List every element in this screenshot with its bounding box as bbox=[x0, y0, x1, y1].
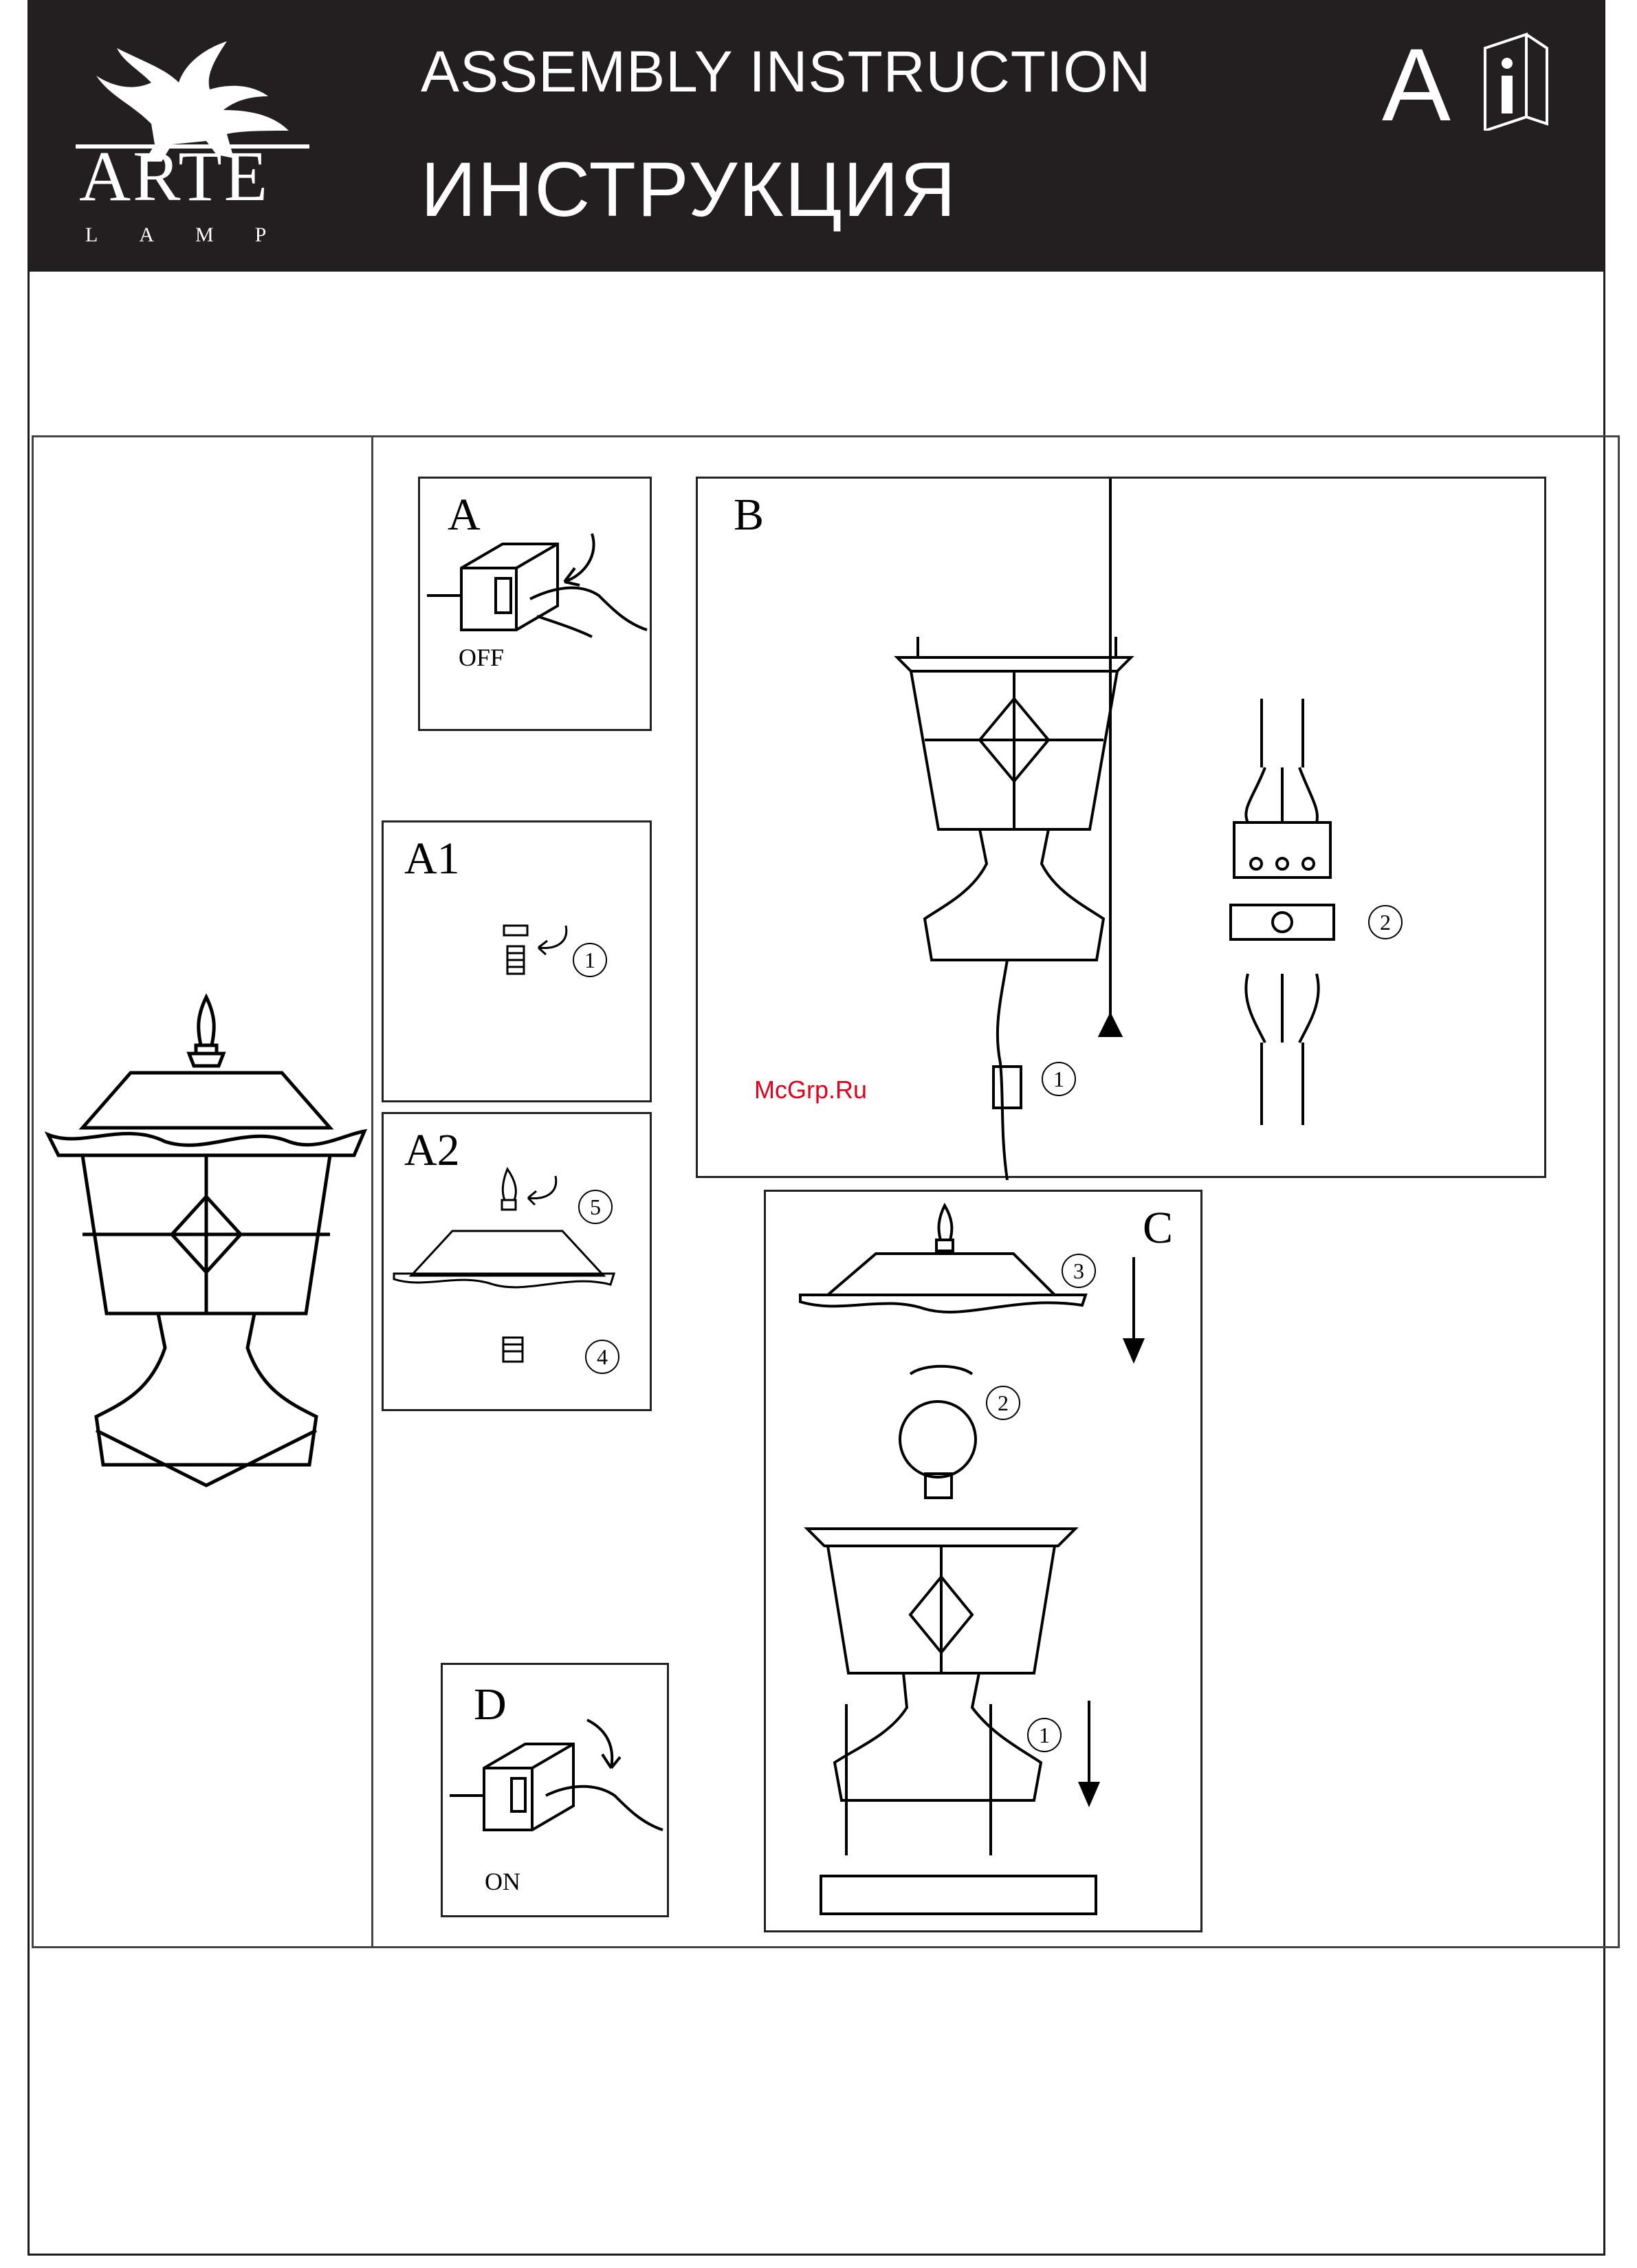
brand-name: ARTE bbox=[79, 141, 270, 212]
step-c-number-2: 2 bbox=[986, 1386, 1020, 1420]
step-b-number-2: 2 bbox=[1368, 905, 1403, 939]
step-c-number-1: 1 bbox=[1027, 1718, 1062, 1752]
step-d-panel: D ON bbox=[441, 1663, 669, 1917]
switch-on-hand-icon bbox=[443, 1665, 671, 1919]
title-russian: ИНСТРУКЦИЯ bbox=[421, 151, 957, 228]
switch-state-off: OFF bbox=[459, 645, 504, 670]
column-divider bbox=[371, 435, 373, 1948]
switch-state-on: ON bbox=[485, 1869, 520, 1894]
step-a1-number-1: 1 bbox=[573, 943, 607, 977]
step-c-number-3: 3 bbox=[1062, 1254, 1096, 1288]
step-c-panel: C 3 2 1 bbox=[764, 1190, 1202, 1932]
step-a2-number-5: 5 bbox=[578, 1190, 613, 1224]
screw-icon bbox=[384, 822, 654, 1104]
title-english: ASSEMBLY INSTRUCTION bbox=[421, 43, 1151, 100]
switch-off-hand-icon bbox=[420, 479, 654, 733]
brand-subtitle: LAMP bbox=[85, 225, 307, 246]
watermark-text: McGrp.Ru bbox=[754, 1078, 867, 1102]
manual-info-icon bbox=[1478, 21, 1554, 131]
step-a2-number-4: 4 bbox=[585, 1340, 619, 1374]
step-a1-panel: A1 1 bbox=[382, 820, 652, 1102]
step-b-panel: B 1 2 bbox=[696, 477, 1546, 1178]
wiring-diagram bbox=[698, 479, 1548, 1180]
step-a-panel: A OFF bbox=[418, 477, 652, 731]
step-a2-panel: A2 5 4 bbox=[382, 1112, 652, 1411]
step-b-number-1: 1 bbox=[1042, 1062, 1076, 1096]
installation-diagram bbox=[766, 1192, 1205, 1934]
post-lamp-illustration bbox=[41, 990, 371, 1513]
language-letter: A bbox=[1382, 33, 1451, 136]
